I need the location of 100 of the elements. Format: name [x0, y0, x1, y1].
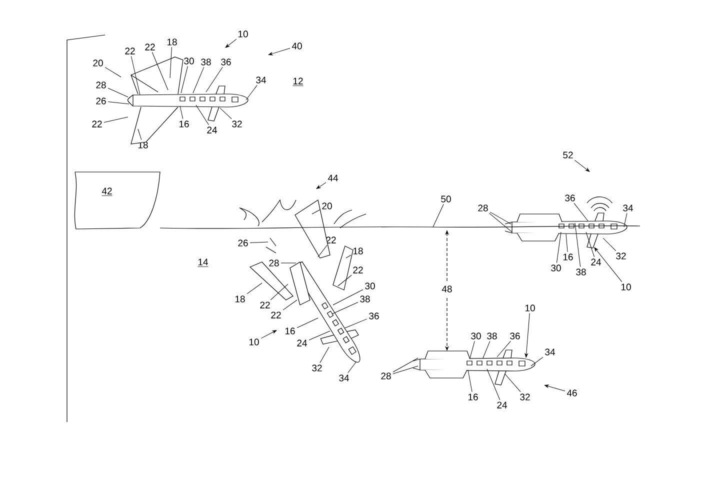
leader-line: [486, 368, 500, 400]
leader-line: [152, 52, 168, 90]
leader-line: [496, 340, 511, 358]
leader-line: [246, 84, 258, 100]
leader-line: [432, 204, 444, 228]
callout-number: 34: [256, 76, 266, 84]
callout-number: 28: [478, 204, 488, 212]
leader-line: [250, 242, 268, 243]
region-label: 12: [292, 76, 304, 88]
leader-line: [346, 254, 352, 258]
leader-line: [104, 116, 128, 123]
leader-line: [320, 346, 330, 364]
callout-number: 24: [497, 402, 507, 408]
leader-line: [332, 302, 358, 314]
leader-line: [566, 234, 568, 252]
callout-number: 36: [369, 312, 379, 320]
leader-arrow: [316, 182, 326, 189]
callout-number: 16: [563, 254, 573, 260]
leader-line: [308, 330, 330, 340]
leader-line: [624, 212, 628, 228]
callout-number: 26: [96, 98, 106, 104]
leader-line: [489, 212, 512, 232]
leader-line: [196, 104, 209, 126]
leader-line: [530, 356, 544, 366]
leader-line: [574, 202, 588, 222]
leader-line: [108, 102, 130, 104]
leader-line: [180, 106, 184, 120]
callout-number: 26: [238, 240, 248, 246]
leader-arrow: [544, 384, 566, 392]
airplane-drawing: [412, 350, 536, 386]
leader-line: [180, 66, 188, 94]
leader-line: [332, 289, 364, 306]
callout-number: 10: [238, 30, 248, 38]
water-surface-line: [160, 226, 640, 229]
leader-arrow: [268, 48, 290, 56]
leader-line: [482, 340, 490, 358]
leader-line: [392, 358, 418, 372]
callout-number: 18: [167, 38, 177, 46]
callout-number: 22: [92, 120, 102, 128]
leader-line: [490, 212, 512, 224]
leader-line: [602, 238, 616, 252]
callout-number: 22: [125, 48, 135, 54]
leader-line: [574, 222, 581, 268]
leader-line: [586, 232, 595, 258]
leader-line: [392, 366, 418, 374]
leader-arrow: [524, 312, 530, 358]
callout-number: 38: [487, 332, 497, 340]
callout-number: 38: [360, 296, 370, 302]
callout-number: 52: [563, 152, 573, 158]
leader-line: [220, 108, 232, 120]
leader-line: [282, 300, 298, 310]
leader-line: [170, 46, 172, 78]
leader-line: [104, 67, 122, 78]
leader-line: [296, 318, 318, 328]
leader-line: [206, 66, 223, 92]
leader-arrow: [260, 330, 277, 339]
leader-line: [318, 244, 328, 258]
callout-number: 34: [545, 348, 555, 356]
leader-line: [338, 274, 352, 286]
callout-number: 36: [510, 332, 520, 340]
dimension-label: 48: [440, 284, 454, 294]
callout-number: 28: [381, 372, 391, 380]
leader-arrow: [594, 247, 622, 282]
leader-line: [138, 128, 142, 140]
callout-number: 50: [441, 196, 451, 202]
leader-line: [348, 362, 356, 374]
callout-number: 44: [328, 174, 338, 182]
leader-line: [280, 262, 296, 264]
callout-number: 28: [96, 82, 106, 88]
callout-number: 18: [235, 296, 245, 302]
leader-line: [312, 210, 320, 214]
leader-line: [108, 88, 128, 98]
leader-line: [468, 370, 472, 392]
callout-number: 24: [591, 258, 601, 266]
callout-number: 46: [566, 390, 577, 396]
leader-arrow: [225, 38, 237, 48]
leader-line: [504, 374, 521, 392]
callout-number: 32: [312, 364, 322, 372]
leader-line: [344, 318, 368, 328]
callout-number: 32: [520, 394, 530, 400]
region-label: 14: [196, 258, 210, 268]
callout-number: 40: [292, 42, 302, 50]
leader-line: [470, 340, 475, 358]
callout-number: 20: [93, 60, 103, 66]
callout-number: 36: [565, 194, 575, 202]
leader-line: [270, 284, 288, 300]
leader-line: [192, 66, 204, 94]
callout-number: 34: [339, 374, 349, 382]
hull-box: 42: [74, 172, 160, 230]
leader-arrow: [574, 160, 590, 172]
callout-number: 30: [551, 264, 561, 272]
leader-line: [130, 56, 140, 96]
callout-number: 34: [623, 204, 633, 212]
callout-number: 10: [525, 304, 535, 312]
callout-number: 30: [365, 282, 375, 290]
leader-line: [556, 232, 562, 264]
callout-number: 22: [145, 44, 155, 50]
callout-number: 16: [468, 394, 478, 400]
callout-number: 10: [621, 284, 631, 290]
leader-line: [246, 282, 262, 294]
